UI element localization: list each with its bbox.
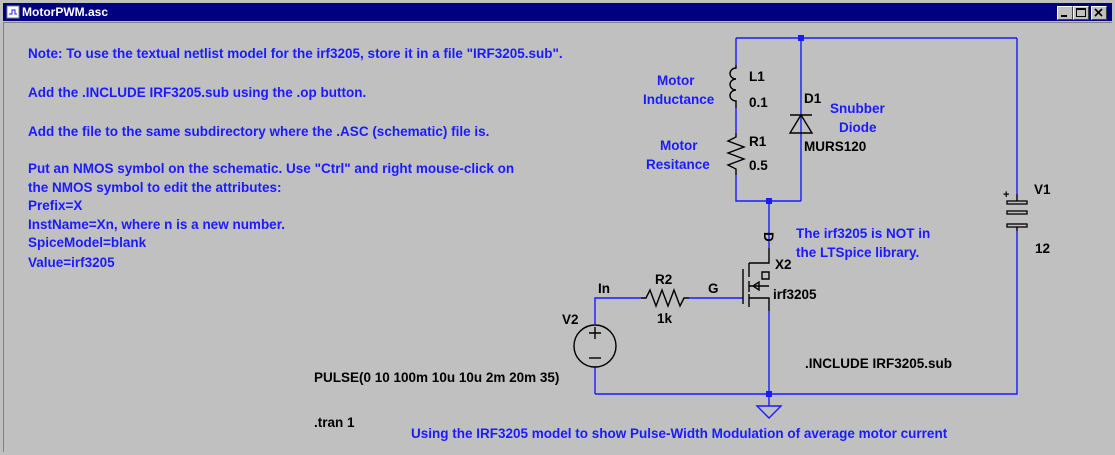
- diode-d1[interactable]: D1 MURS120: [788, 91, 866, 154]
- footer-comment: Using the IRF3205 model to show Pulse-Wi…: [411, 426, 948, 441]
- include-directive[interactable]: .INCLUDE IRF3205.sub: [805, 356, 952, 371]
- note-line-1: Note: To use the textual netlist model f…: [28, 46, 563, 61]
- resistor-r1[interactable]: R1 0.5: [726, 133, 768, 175]
- voltage-source-v2[interactable]: V2 PULSE(0 10 100m 10u 10u 2m 20m 35): [314, 312, 617, 385]
- d1-value: MURS120: [804, 139, 866, 154]
- l1-value: 0.1: [749, 95, 768, 110]
- note-line-3: Add the file to the same subdirectory wh…: [28, 124, 489, 139]
- wire-r1-drain: [735, 175, 801, 202]
- schematic-canvas[interactable]: Note: To use the textual netlist model f…: [3, 22, 1112, 452]
- wire-v2-top: [594, 297, 641, 324]
- l1-label: L1: [749, 69, 765, 84]
- wires: [594, 37, 1018, 406]
- voltage-source-v1[interactable]: + V1 12: [1003, 182, 1051, 256]
- r1-label: R1: [749, 134, 767, 149]
- junction-top: [798, 35, 804, 41]
- note-line-2: Add the .INCLUDE IRF3205.sub using the .…: [28, 85, 366, 100]
- snubber-label-2: Diode: [839, 120, 877, 135]
- note-line-6: Prefix=X: [28, 198, 82, 213]
- maximize-icon: [1076, 8, 1086, 17]
- wire-v1-bottom: [769, 231, 1018, 395]
- note-line-4: Put an NMOS symbol on the schematic. Use…: [28, 161, 514, 176]
- r2-label: R2: [655, 272, 672, 287]
- irf-note-1: The irf3205 is NOT in: [796, 226, 930, 241]
- title-bar[interactable]: MotorPWM.asc: [3, 3, 1112, 21]
- v1-value: 12: [1035, 241, 1050, 256]
- mosfet-x2[interactable]: D X2 irf3205: [742, 232, 817, 311]
- minimize-icon: [1061, 15, 1067, 17]
- close-button[interactable]: [1091, 6, 1107, 20]
- motor-inductance-label-2: Inductance: [643, 92, 715, 107]
- x2-drain-label: D: [761, 232, 776, 242]
- schematic-drawing[interactable]: Note: To use the textual netlist model f…: [4, 23, 1113, 453]
- tran-directive[interactable]: .tran 1: [314, 415, 355, 430]
- r1-value: 0.5: [749, 158, 768, 173]
- motor-resistance-label-1: Motor: [660, 138, 698, 153]
- v1-label: V1: [1034, 182, 1051, 197]
- inductor-l1[interactable]: L1 0.1: [729, 65, 768, 110]
- note-line-8: SpiceModel=blank: [28, 235, 147, 250]
- note-line-7: InstName=Xn, where n is a new number.: [28, 217, 285, 232]
- v1-plus-sign: +: [1003, 189, 1009, 201]
- minimize-button[interactable]: [1057, 6, 1073, 20]
- motor-resistance-label-2: Resitance: [646, 157, 710, 172]
- snubber-label-1: Snubber: [830, 101, 885, 116]
- maximize-button[interactable]: [1073, 6, 1089, 20]
- note-line-9: Value=irf3205: [28, 255, 115, 270]
- junction-ground: [766, 391, 772, 397]
- net-label-in: In: [598, 281, 610, 296]
- v2-label: V2: [562, 312, 579, 327]
- v2-value: PULSE(0 10 100m 10u 10u 2m 20m 35): [314, 370, 559, 385]
- junction-drain: [766, 198, 772, 204]
- x2-label: X2: [775, 257, 792, 272]
- window-title: MotorPWM.asc: [22, 5, 109, 19]
- r2-value: 1k: [657, 311, 673, 326]
- close-icon: [1094, 8, 1103, 17]
- resistor-r2[interactable]: R2 1k: [641, 272, 689, 326]
- schematic-doc-icon: [6, 5, 20, 19]
- ground-symbol: [755, 405, 783, 419]
- note-line-5: the NMOS symbol to edit the attributes:: [28, 180, 282, 195]
- motor-inductance-label-1: Motor: [657, 73, 695, 88]
- d1-label: D1: [804, 91, 822, 106]
- x2-value: irf3205: [773, 287, 817, 302]
- irf-note-2: the LTSpice library.: [796, 245, 919, 260]
- net-label-gate: G: [708, 281, 719, 296]
